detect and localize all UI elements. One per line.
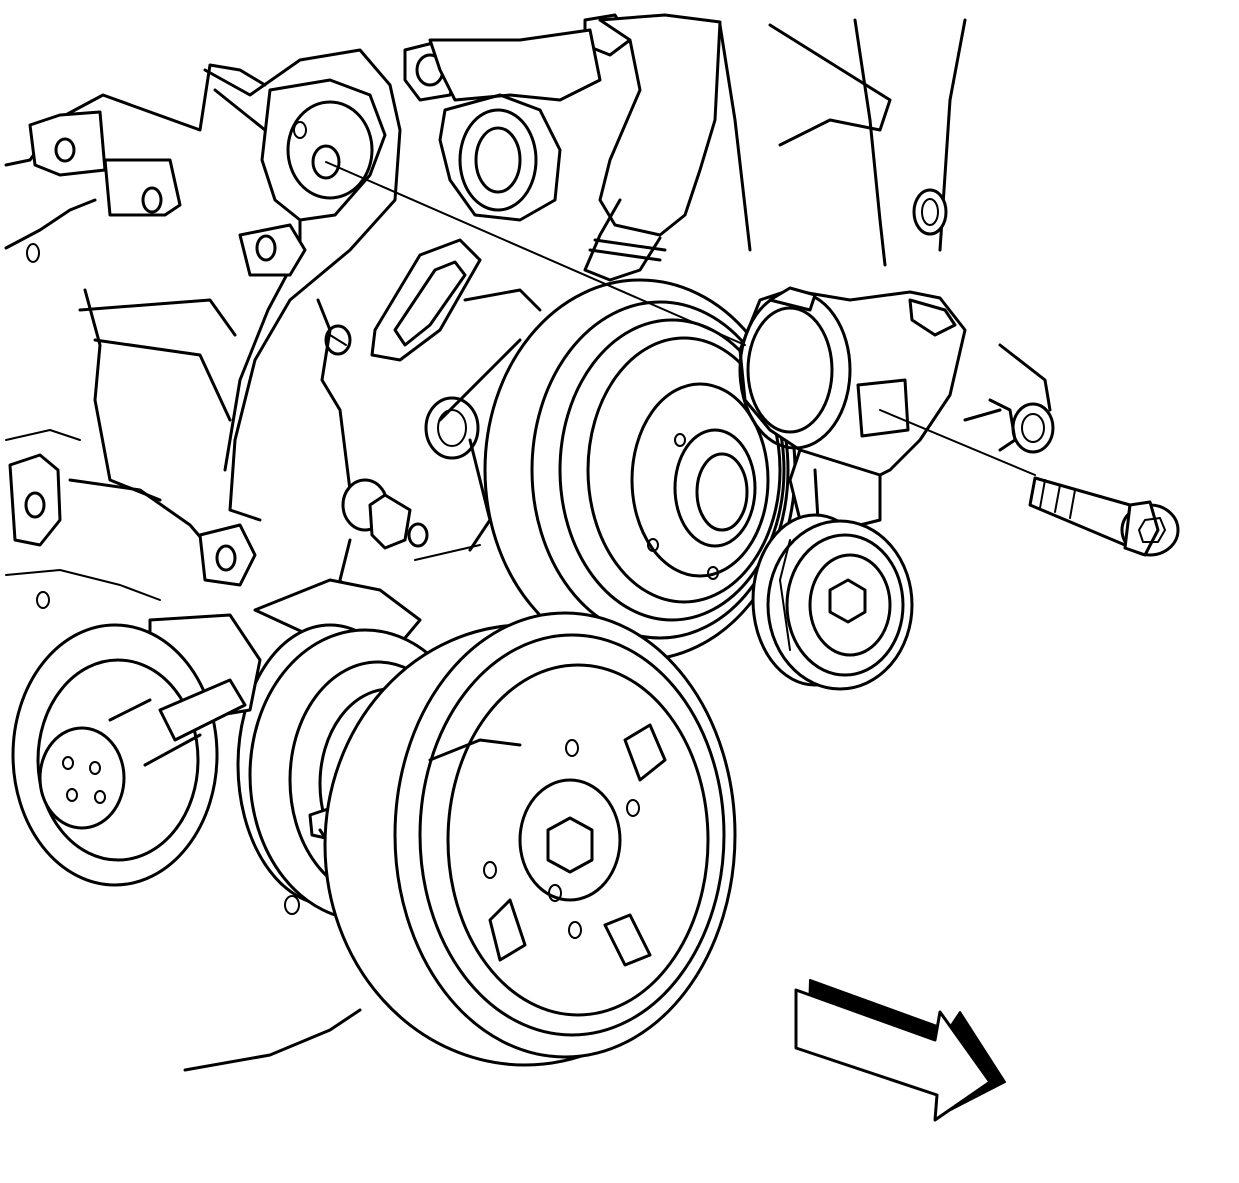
bolt-alignment-lines [325,161,1036,476]
hex-nut-icon [828,578,867,624]
tensioner-idler-pulley [751,513,914,691]
engine-block [4,13,1055,1072]
upper-radiator-hose [428,13,722,282]
hex-bolt-icon [546,816,594,874]
water-pump-pulley [11,613,262,887]
engine-front-arrow [794,979,1006,1122]
power-steering-pump-pulley [483,278,797,662]
drive-belt-tensioner [738,286,967,532]
tensioner-mounting-bolt [1028,476,1180,557]
crankshaft-balancer [323,611,737,1067]
